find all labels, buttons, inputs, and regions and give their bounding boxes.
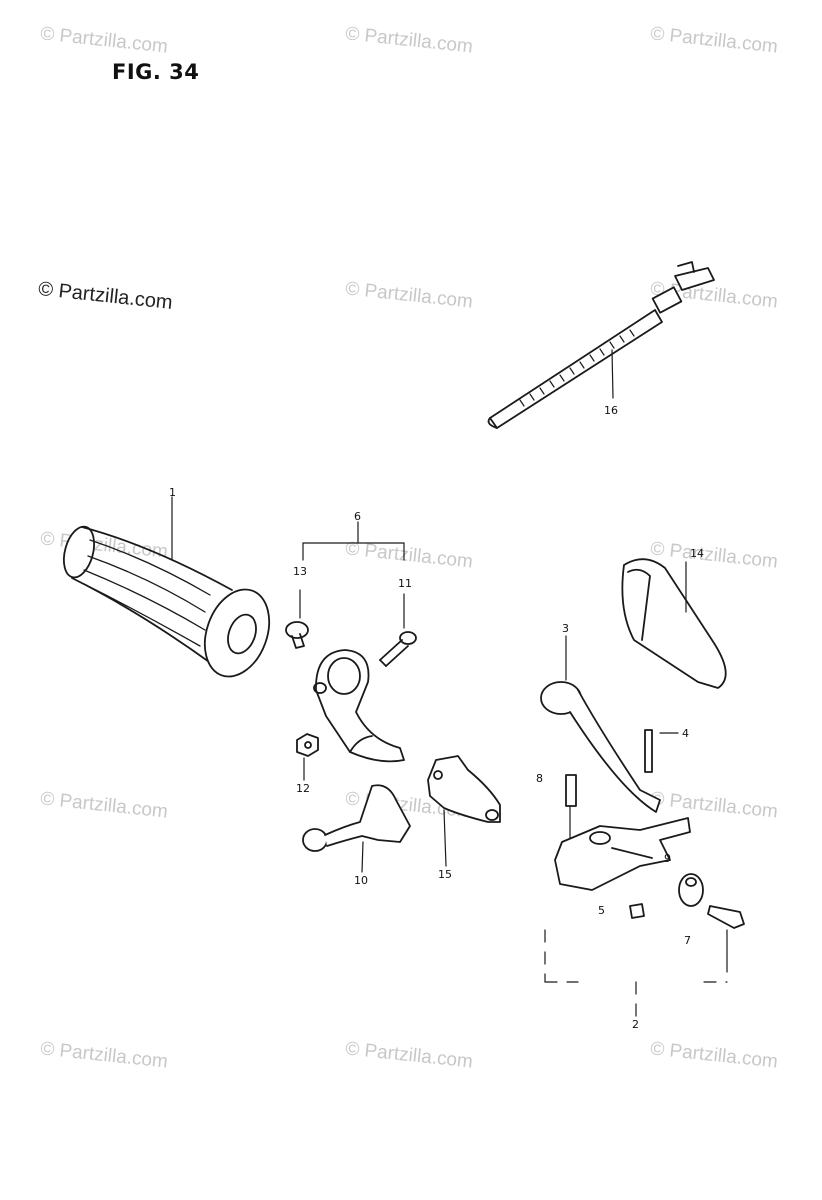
part-nut-5 — [629, 903, 645, 919]
figure-title: FIG. 34 — [112, 60, 200, 84]
part-pin-4 — [644, 729, 679, 773]
part-cable-tie — [487, 261, 715, 429]
part-holder-15 — [427, 755, 501, 867]
part-master-cylinder — [554, 817, 691, 891]
part-screw-9 — [707, 905, 745, 961]
part-nut-12 — [296, 733, 319, 781]
part-cap-7 — [678, 873, 704, 907]
callout-9: 9 — [664, 852, 671, 865]
callout-12: 12 — [296, 782, 310, 795]
bracket-6 — [302, 521, 405, 561]
callout-6: 6 — [354, 510, 361, 523]
callout-1: 1 — [169, 486, 176, 499]
part-cover-14 — [621, 558, 727, 689]
callout-3: 3 — [562, 622, 569, 635]
part-lever-10 — [302, 784, 411, 873]
part-grip — [62, 496, 271, 678]
part-bolt-11 — [379, 593, 417, 667]
bracket-2 — [544, 929, 728, 1021]
callout-14: 14 — [690, 547, 704, 560]
part-screw-8 — [565, 774, 577, 841]
part-screw-13 — [285, 589, 309, 649]
callout-7: 7 — [684, 934, 691, 947]
callout-2: 2 — [632, 1018, 639, 1031]
callout-16: 16 — [604, 404, 618, 417]
part-clamp-housing — [313, 649, 405, 763]
callout-10: 10 — [354, 874, 368, 887]
part-lever-3 — [540, 635, 661, 813]
callout-8: 8 — [536, 772, 543, 785]
callout-4: 4 — [682, 727, 689, 740]
callout-11: 11 — [398, 577, 412, 590]
callout-5: 5 — [598, 904, 605, 917]
callout-13: 13 — [293, 565, 307, 578]
callout-15: 15 — [438, 868, 452, 881]
